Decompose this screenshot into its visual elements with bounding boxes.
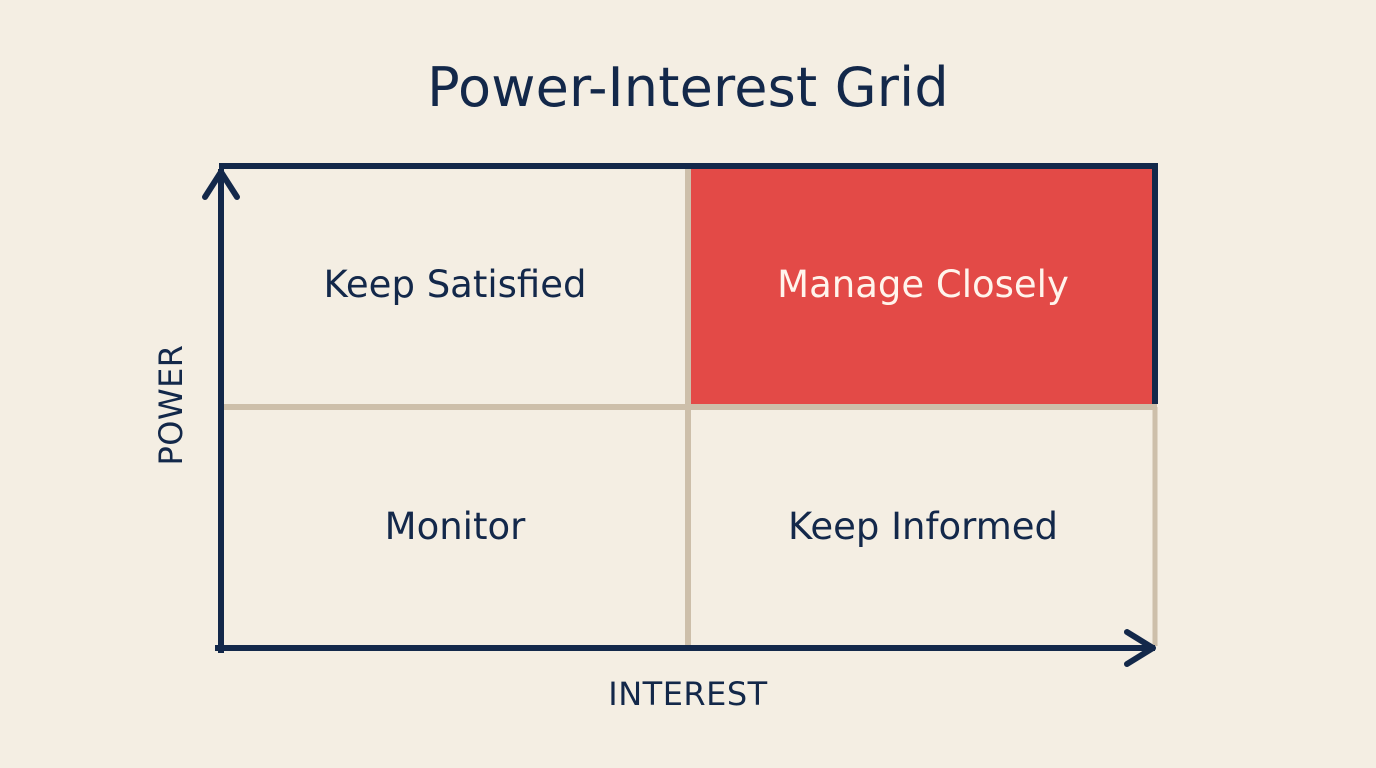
page-title: Power-Interest Grid	[427, 56, 949, 119]
x-axis-arrow-icon	[1124, 629, 1156, 667]
quadrant-manage-closely-fill	[691, 168, 1157, 405]
y-axis-label: POWER	[152, 344, 190, 466]
quadrant-monitor: Monitor	[384, 505, 526, 548]
x-axis-label: INTEREST	[608, 675, 768, 713]
quadrant-keep-informed: Keep Informed	[787, 505, 1059, 548]
y-axis-arrow-icon	[202, 169, 240, 200]
quadrant-manage-closely: Manage Closely	[777, 263, 1069, 306]
quadrant-keep-satisfied: Keep Satisfied	[323, 263, 587, 306]
